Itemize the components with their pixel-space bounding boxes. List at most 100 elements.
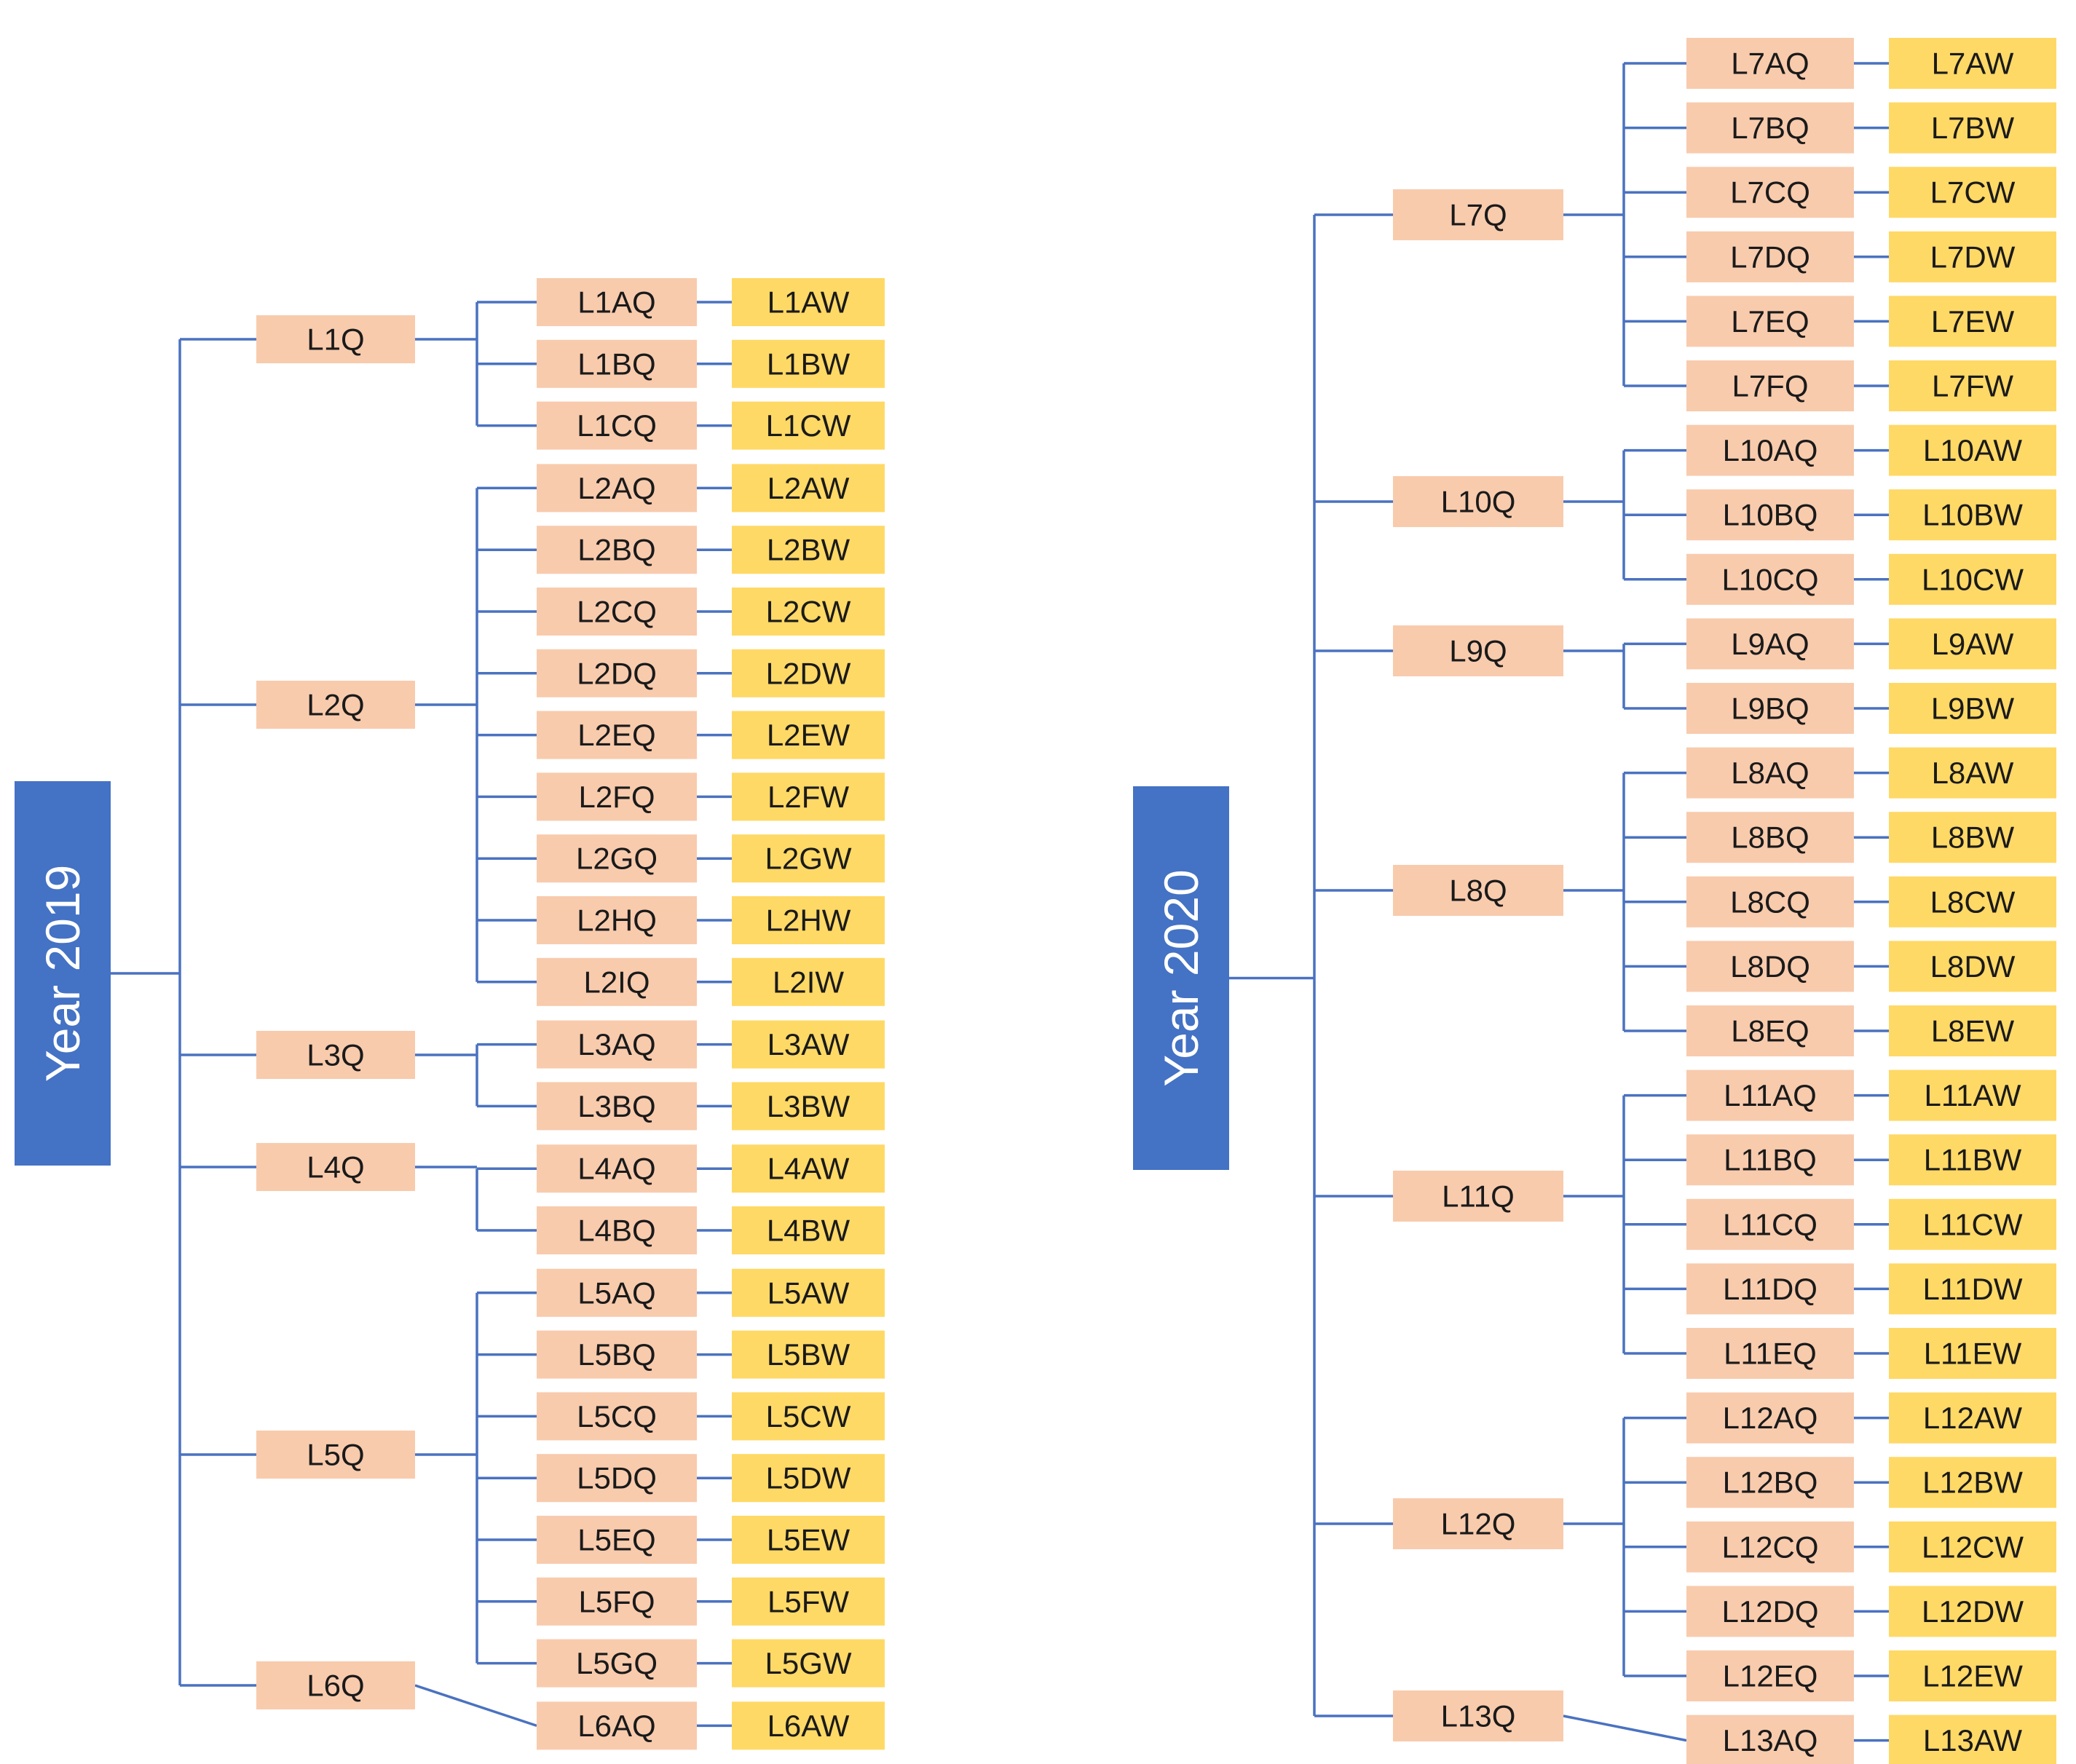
group-node-label: L9Q [1449, 634, 1507, 668]
question-node-label: L11CQ [1723, 1207, 1818, 1241]
question-node: L4BQ [537, 1206, 697, 1254]
question-node-label: L4BQ [577, 1214, 655, 1248]
question-node-label: L11AQ [1724, 1078, 1817, 1112]
child-connector [414, 1684, 537, 1728]
answer-node-label: L3AW [767, 1027, 850, 1061]
answer-node-label: L6AW [767, 1709, 850, 1743]
answer-node: L8CW [1889, 876, 2056, 928]
question-node: L5CQ [537, 1392, 697, 1441]
answer-node: L7AW [1889, 38, 2056, 89]
answer-node: L2HW [732, 896, 885, 944]
answer-node-label: L11DW [1923, 1272, 2023, 1306]
answer-node-label: L1BW [767, 347, 850, 381]
question-node-label: L12EQ [1723, 1659, 1818, 1693]
question-node-label: L2DQ [577, 656, 657, 690]
question-node-label: L5GQ [576, 1646, 658, 1680]
question-node: L5AQ [537, 1268, 697, 1317]
group-node: L3Q [256, 1031, 415, 1079]
question-node-label: L1AQ [577, 285, 655, 320]
answer-node: L5DW [732, 1454, 885, 1503]
question-node-label: L7DQ [1730, 240, 1810, 274]
answer-node-label: L12BW [1922, 1466, 2023, 1500]
answer-node-label: L11EW [1924, 1337, 2022, 1371]
question-node: L10BQ [1686, 489, 1854, 541]
answer-node-label: L5DW [766, 1461, 851, 1495]
question-node-label: L12DQ [1721, 1594, 1818, 1629]
answer-node: L12AW [1889, 1392, 2056, 1444]
question-node: L3AQ [537, 1020, 697, 1069]
question-node: L7AQ [1686, 38, 1854, 89]
answer-node-label: L5GW [765, 1646, 851, 1680]
question-node: L2GQ [537, 834, 697, 883]
question-node: L7CQ [1686, 167, 1854, 218]
answer-node: L11CW [1889, 1198, 2056, 1250]
answer-node-label: L9AW [1932, 627, 2014, 661]
question-node-label: L2EQ [577, 718, 655, 752]
answer-node: L9BW [1889, 683, 2056, 734]
answer-node-label: L2BW [767, 533, 850, 567]
question-node: L4AQ [537, 1144, 697, 1193]
question-node: L12AQ [1686, 1392, 1854, 1444]
question-node: L7EQ [1686, 296, 1854, 347]
answer-node: L2BW [732, 526, 885, 574]
answer-node: L1BW [732, 339, 885, 388]
answer-node: L2IW [732, 957, 885, 1006]
group-node: L10Q [1393, 476, 1563, 527]
question-node-label: L5BQ [577, 1337, 655, 1372]
question-node-label: L2AQ [577, 471, 655, 505]
answer-node-label: L12CW [1922, 1530, 2024, 1564]
answer-node: L9AW [1889, 618, 2056, 670]
question-node-label: L8CQ [1730, 885, 1810, 919]
question-node: L8AQ [1686, 747, 1854, 799]
answer-node-label: L12AW [1923, 1401, 2023, 1435]
answer-node-label: L2DW [766, 656, 851, 690]
answer-node-label: L10BW [1922, 498, 2023, 532]
answer-node-label: L8BW [1931, 820, 2015, 855]
group-node: L2Q [256, 681, 415, 729]
question-node-label: L8AQ [1731, 756, 1809, 790]
year-root-label: Year 2020 [1154, 869, 1208, 1087]
answer-node: L11EW [1889, 1328, 2056, 1379]
answer-node: L2GW [732, 834, 885, 883]
question-node: L2AQ [537, 464, 697, 513]
answer-node: L11BW [1889, 1134, 2056, 1186]
question-node: L5DQ [537, 1454, 697, 1503]
group-node: L1Q [256, 315, 415, 363]
answer-node-label: L3BW [767, 1089, 850, 1123]
question-node: L9AQ [1686, 618, 1854, 670]
question-node: L3BQ [537, 1082, 697, 1131]
answer-node: L6AW [732, 1701, 885, 1750]
answer-node: L5CW [732, 1392, 885, 1441]
answer-node: L2AW [732, 464, 885, 513]
group-node-label: L6Q [307, 1669, 364, 1703]
group-node: L8Q [1393, 865, 1563, 916]
question-node: L2EQ [537, 711, 697, 759]
answer-node-label: L1AW [767, 285, 850, 320]
question-node-label: L1CQ [577, 408, 657, 443]
question-node: L5BQ [537, 1330, 697, 1379]
question-node-label: L3BQ [577, 1089, 655, 1123]
question-node: L1CQ [537, 401, 697, 450]
answer-node-label: L5AW [767, 1275, 850, 1310]
year-root-box: Year 2019 [15, 781, 111, 1166]
question-node-label: L11DQ [1723, 1272, 1818, 1306]
answer-node: L5EW [732, 1516, 885, 1564]
answer-node-label: L8DW [1930, 949, 2016, 984]
question-node-label: L7BQ [1731, 111, 1809, 145]
answer-node-label: L10AW [1923, 433, 2023, 467]
answer-node: L1CW [732, 401, 885, 450]
answer-node-label: L5CW [766, 1399, 851, 1433]
question-node-label: L12BQ [1723, 1466, 1818, 1500]
question-node: L1BQ [537, 339, 697, 388]
question-node: L9BQ [1686, 683, 1854, 734]
answer-node: L12CW [1889, 1521, 2056, 1573]
answer-node: L8BW [1889, 812, 2056, 863]
answer-node-label: L2CW [766, 595, 851, 629]
question-node: L5FQ [537, 1577, 697, 1626]
group-node: L12Q [1393, 1498, 1563, 1549]
question-node: L12CQ [1686, 1521, 1854, 1573]
answer-node: L7EW [1889, 296, 2056, 347]
group-node: L13Q [1393, 1690, 1563, 1741]
answer-node: L3AW [732, 1020, 885, 1069]
